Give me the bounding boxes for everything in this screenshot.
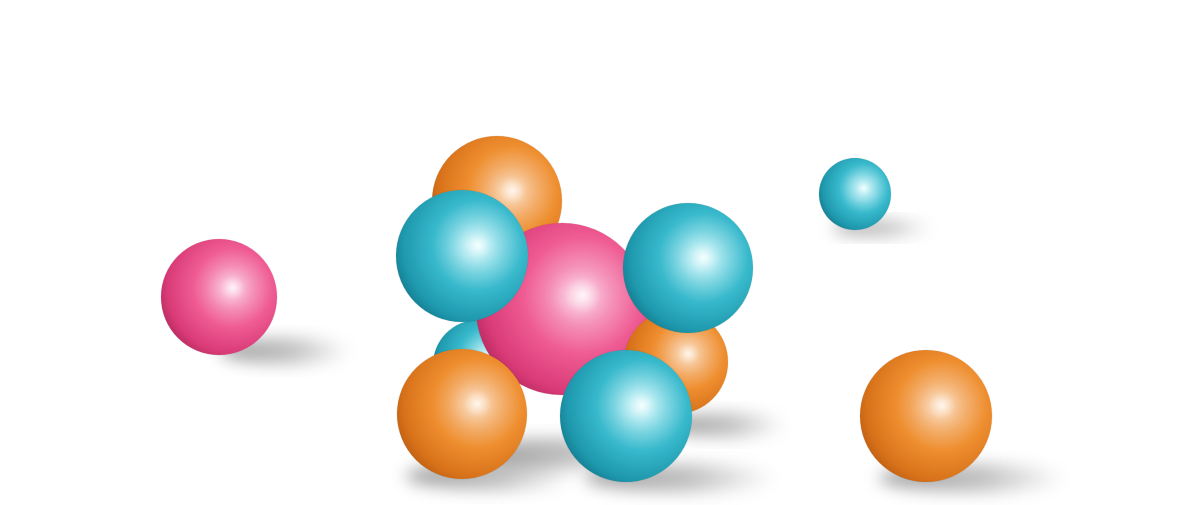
sphere-shadow	[220, 338, 352, 364]
sphere-orange	[859, 349, 993, 483]
sphere-teal	[818, 157, 892, 231]
sphere-pink	[160, 238, 278, 356]
sphere-teal	[622, 202, 754, 334]
sphere-shadow	[663, 413, 787, 437]
sphere-group	[160, 135, 993, 483]
sphere-teal	[395, 189, 529, 323]
sphere-orange	[396, 348, 528, 480]
sphere-teal	[559, 349, 693, 483]
